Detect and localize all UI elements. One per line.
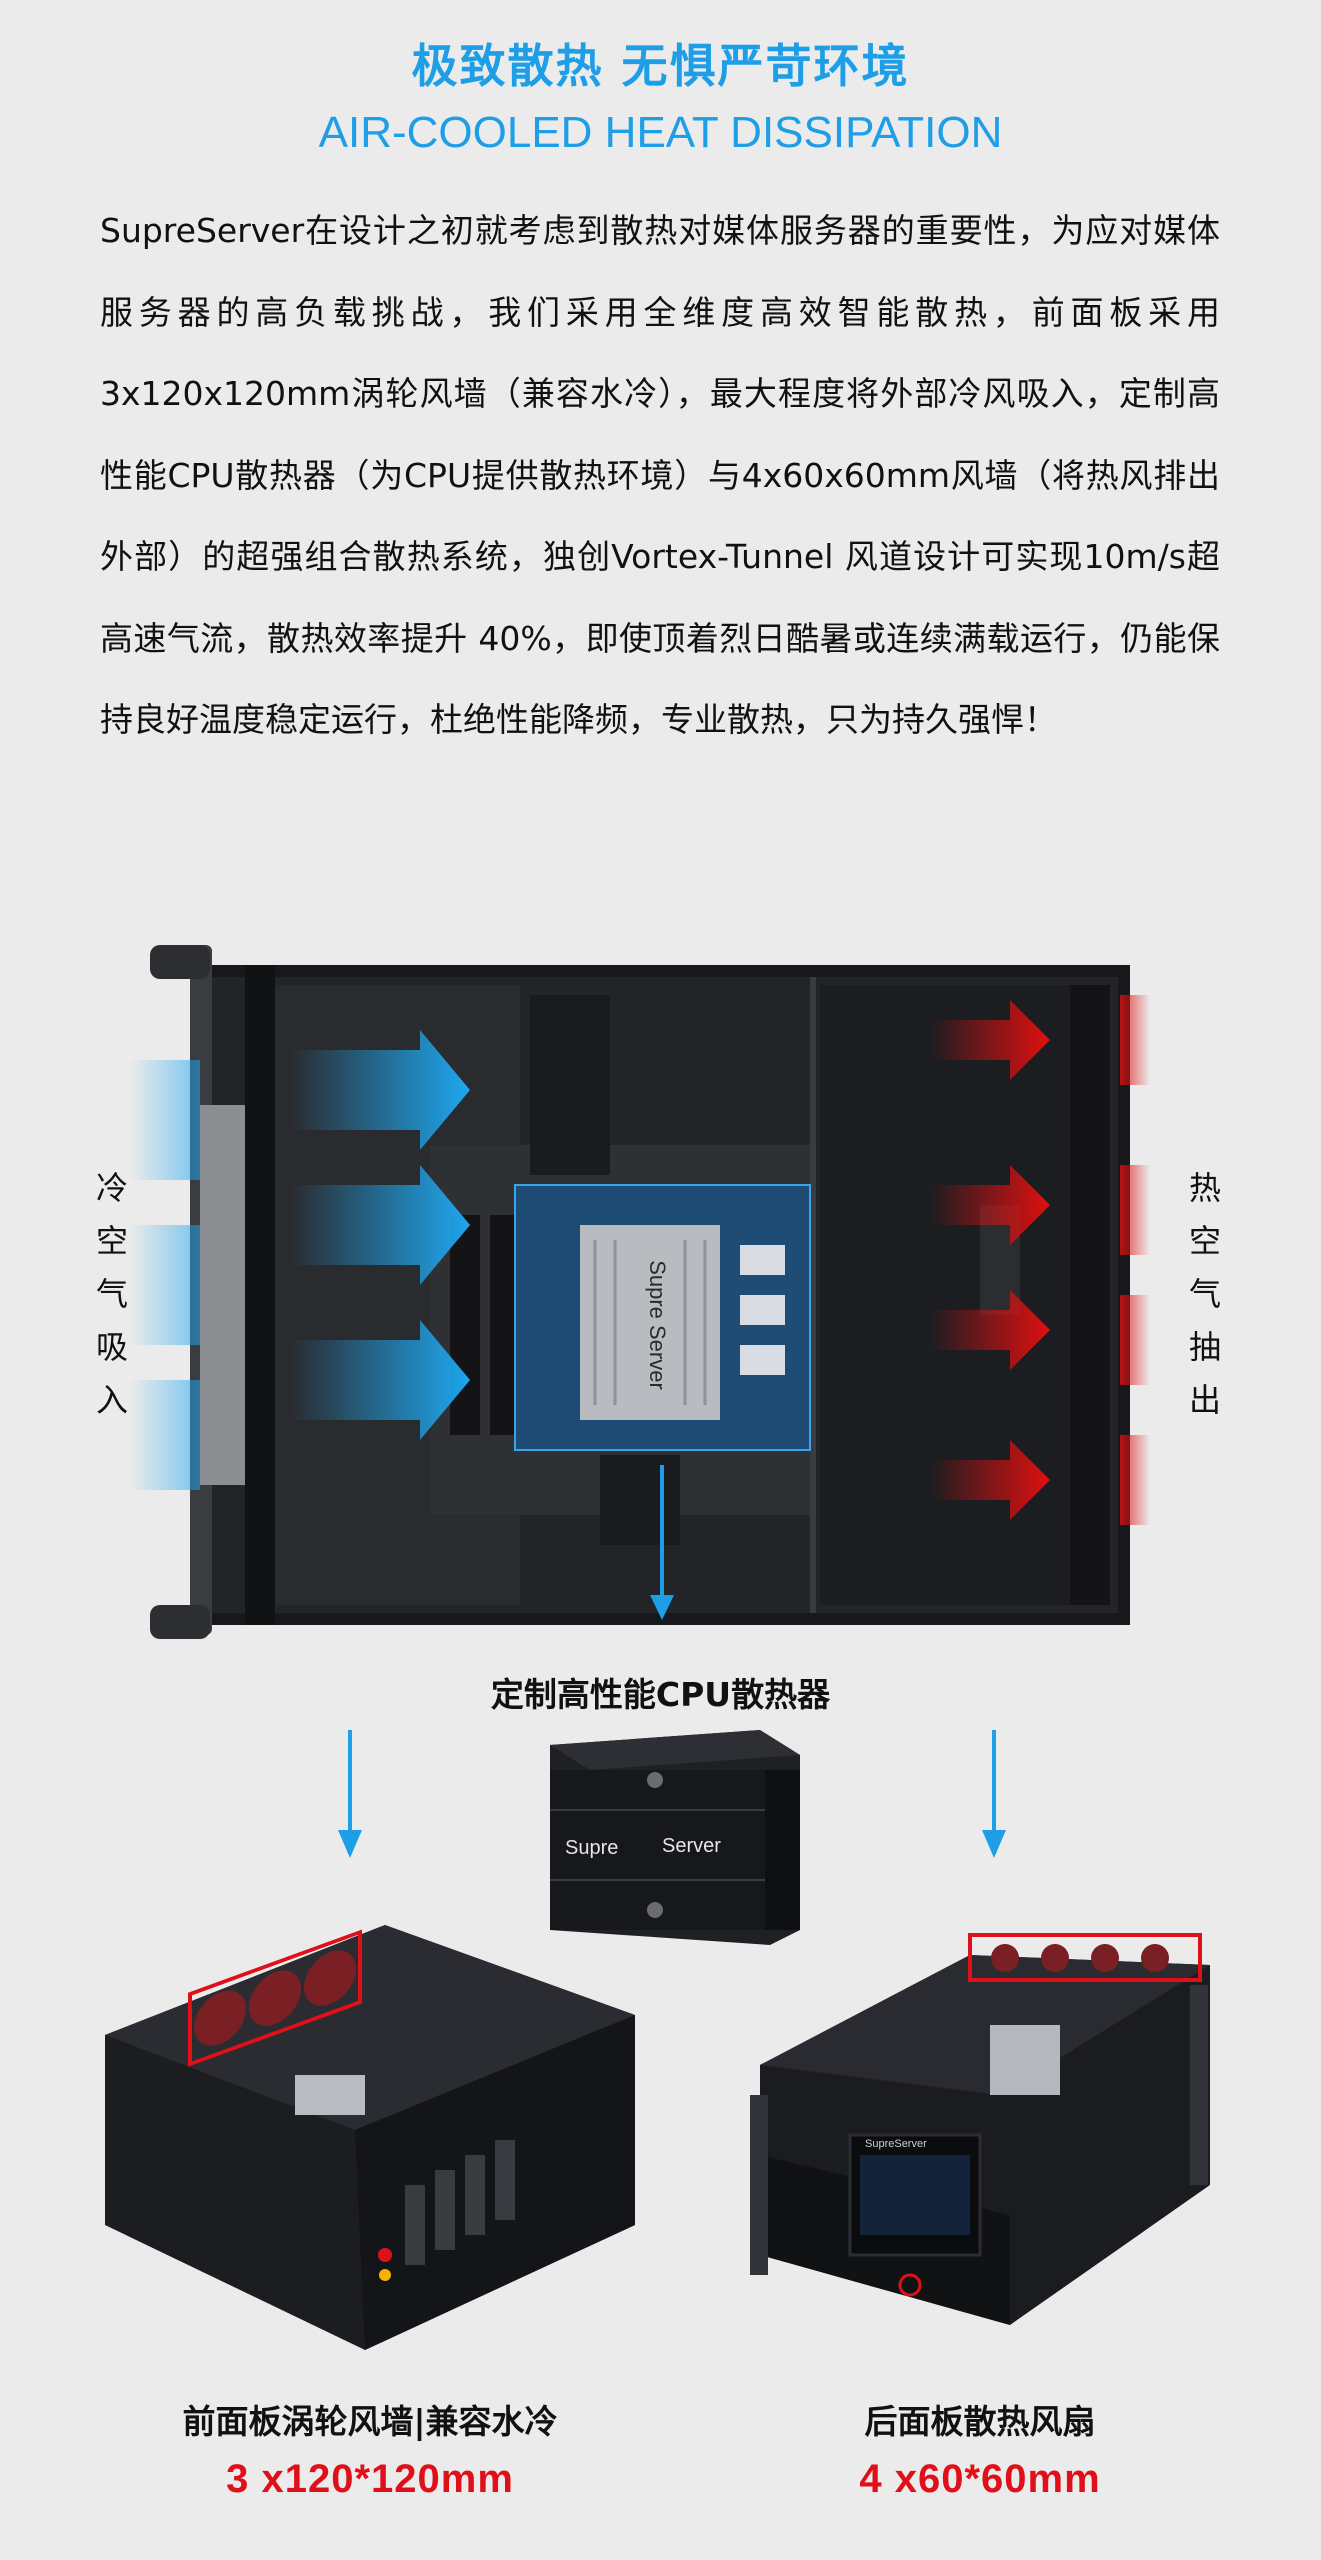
chassis-airflow-diagram: Supre Server (130, 945, 1150, 1639)
rear-panel-label: 后面板散热风扇 (864, 2402, 1096, 2441)
page-subtitle: AIR-COOLED HEAT DISSIPATION (318, 108, 1003, 157)
right-down-arrow (982, 1730, 1006, 1858)
page-title: 极致散热 无惧严苛环境 (411, 39, 910, 93)
rear-panel-spec: 4 x60*60mm (859, 2457, 1101, 2501)
left-down-arrow (338, 1730, 362, 1858)
front-panel-caption: 前面板涡轮风墙|兼容水冷 3 x120*120mm (100, 2395, 640, 2502)
rear-chassis-image: SupreServer (750, 1933, 1210, 2325)
front-chassis-image (105, 1925, 635, 2350)
cpu-heatsink (580, 1225, 720, 1420)
cooler-brand-left: Supre (565, 1837, 618, 1859)
hot-air-exhaust-label: 热 空 气 抽 出 (1188, 1169, 1221, 1419)
cold-air-arrows (290, 1030, 470, 1440)
intro-paragraph: SupreServer在设计之初就考虑到散热对媒体服务器的重要性，为应对媒体服务… (100, 211, 1220, 739)
board-brand-text: Supre Server (645, 1260, 670, 1390)
cpu-cooler-title: 定制高性能CPU散热器 (490, 1675, 831, 1714)
front-panel-spec: 3 x120*120mm (226, 2457, 514, 2501)
rear-fan-highlight (968, 1933, 1202, 1982)
front-bezel (200, 1105, 250, 1485)
hot-air-arrows (930, 1000, 1050, 1520)
rear-panel-caption: 后面板散热风扇 4 x60*60mm (740, 2395, 1220, 2502)
cpu-cooler-image: Supre Server (550, 1730, 800, 1945)
screen-brand-text: SupreServer (865, 2138, 927, 2150)
cold-air-intake-label: 冷 空 气 吸 入 (95, 1169, 128, 1419)
cooler-brand-right: Server (662, 1835, 721, 1857)
front-fan-wall-highlight (188, 1929, 362, 2067)
front-panel-label: 前面板涡轮风墙|兼容水冷 (182, 2402, 558, 2441)
